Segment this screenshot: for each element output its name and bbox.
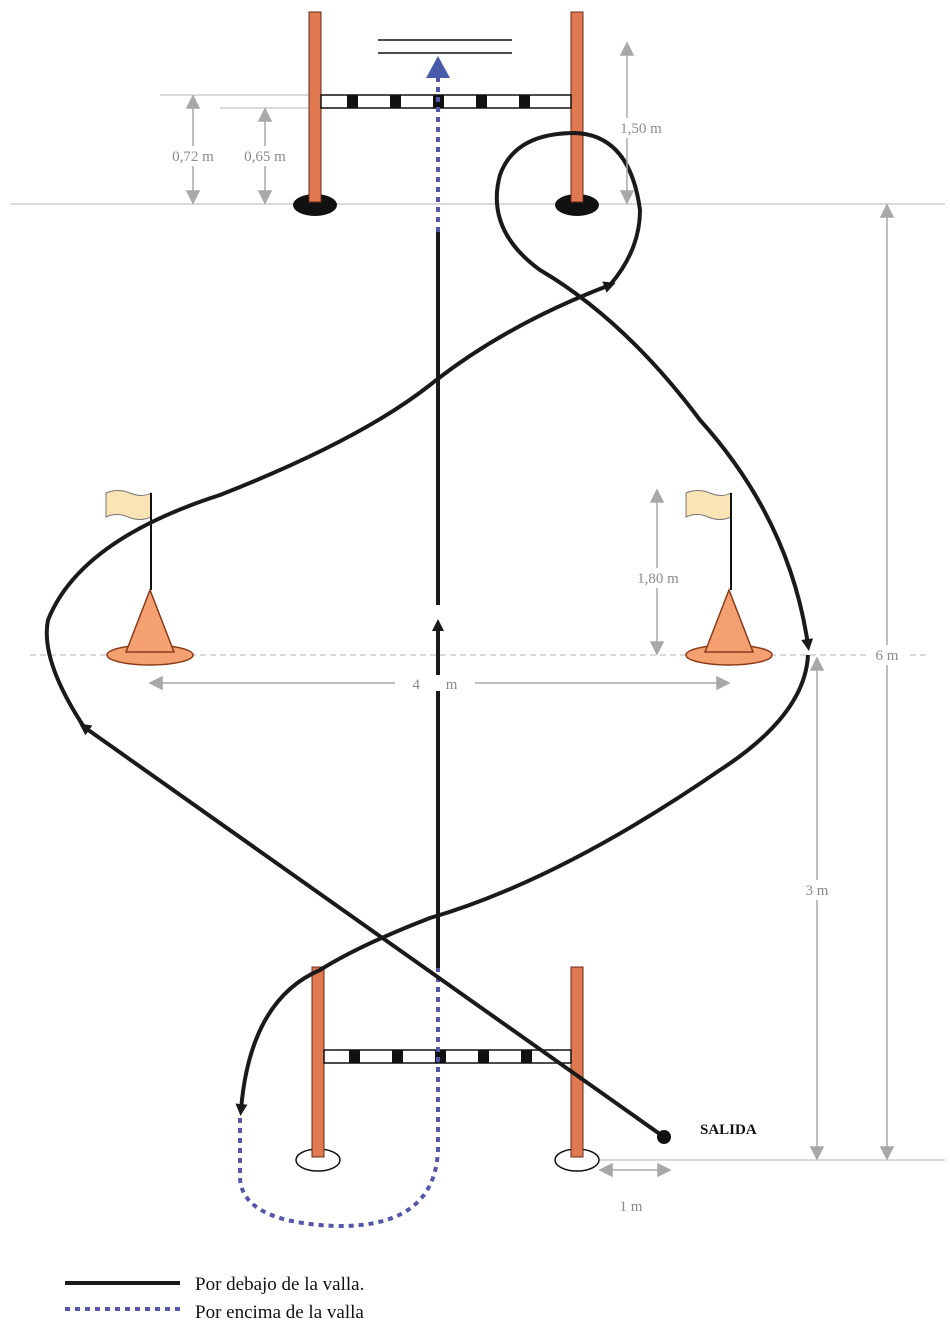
post-base — [293, 194, 337, 216]
post — [311, 966, 325, 1158]
dim-arrow — [716, 675, 731, 691]
label-backdrop — [160, 146, 226, 166]
bar-stripe — [519, 95, 530, 108]
start-point — [657, 1130, 671, 1144]
dim-arrow — [619, 41, 635, 56]
path-over-bottom — [238, 968, 440, 1229]
label-180: 1,80 m — [637, 571, 679, 587]
dim-arrow — [148, 675, 163, 691]
dim-arrow — [598, 1162, 613, 1178]
bar-stripe — [476, 95, 487, 108]
path-left-loop — [44, 281, 616, 729]
label-backdrop — [232, 146, 298, 166]
label-072: 0,72 m — [172, 149, 214, 165]
dim-arrow — [809, 1146, 825, 1161]
label-backdrop — [626, 568, 690, 588]
label-backdrop — [866, 645, 910, 665]
bar-stripe — [392, 1050, 403, 1063]
label-backdrop — [395, 675, 475, 691]
arrow-up-icon — [426, 56, 450, 78]
dim-arrow — [657, 1162, 672, 1178]
bar-stripe — [349, 1050, 360, 1063]
dim-arrow — [185, 190, 201, 205]
dim-arrow — [809, 656, 825, 671]
flag-icon — [105, 490, 152, 520]
hurdle-bar — [323, 1049, 572, 1064]
hurdle-bar — [320, 94, 572, 109]
left-cone — [105, 490, 194, 666]
label-backdrop — [796, 880, 840, 900]
dim-arrow — [185, 94, 201, 109]
legend-label-under: Por debajo de la valla. — [195, 1274, 364, 1295]
top-hurdle — [293, 11, 599, 216]
dim-arrow — [879, 1146, 895, 1161]
bar-stripe — [347, 95, 358, 108]
post-base — [555, 194, 599, 216]
legend: Por debajo de la valla. Por encima de la… — [65, 1274, 364, 1323]
dim-arrow — [879, 203, 895, 218]
bottom-hurdle — [295, 966, 600, 1172]
cone-icon — [703, 587, 755, 653]
path-right-to-bottom — [235, 654, 810, 1116]
label-4m: 4 m — [413, 677, 458, 693]
path-right-loop — [494, 130, 814, 651]
bar-stripe — [521, 1050, 532, 1063]
legend-label-over: Por encima de la valla — [195, 1302, 364, 1323]
dim-arrow — [649, 488, 665, 503]
flag-icon — [685, 490, 732, 520]
path-start-to-left — [79, 723, 666, 1139]
post — [570, 11, 584, 203]
bar-stripe — [478, 1050, 489, 1063]
label-3m: 3 m — [806, 883, 829, 899]
post — [570, 966, 584, 1158]
dim-arrow — [649, 641, 665, 656]
bar-stripe — [390, 95, 401, 108]
label-065: 0,65 m — [244, 149, 286, 165]
start-label: SALIDA — [700, 1122, 757, 1138]
label-1m: 1 m — [620, 1199, 643, 1215]
dimensions — [148, 41, 895, 1178]
post — [308, 11, 322, 203]
dim-arrow — [257, 107, 273, 122]
path-over-hurdle — [238, 78, 440, 1229]
right-cone — [685, 490, 773, 666]
cone-icon — [124, 587, 176, 653]
dim-arrow — [619, 190, 635, 205]
bar-stripe — [435, 1050, 446, 1063]
label-6m: 6 m — [876, 648, 899, 664]
label-150: 1,50 m — [620, 121, 662, 137]
dim-arrow — [257, 190, 273, 205]
label-backdrop — [606, 118, 676, 138]
